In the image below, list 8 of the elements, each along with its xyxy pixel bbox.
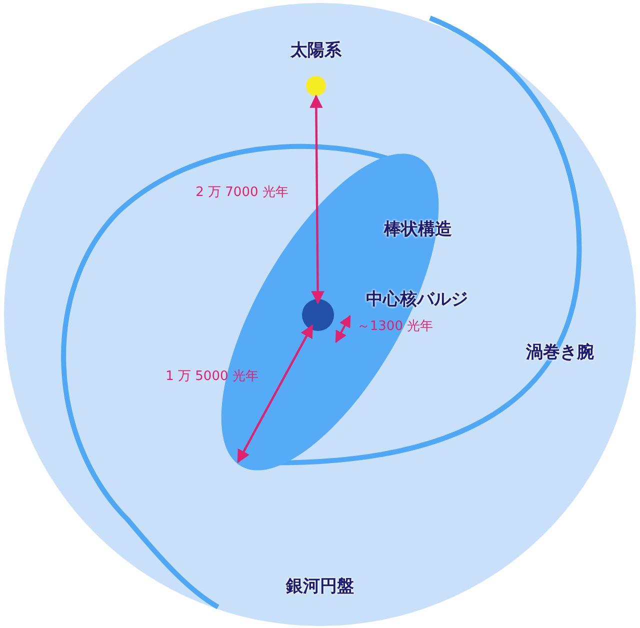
arrow bbox=[310, 94, 324, 304]
node-label: 太陽系 bbox=[290, 40, 342, 62]
node-label: 銀河円盤 bbox=[286, 576, 354, 598]
edge-label: 1 万 5000 光年 bbox=[166, 368, 258, 385]
distance-label: ～1300 光年 bbox=[356, 318, 434, 335]
edge-label: 2 万 7000 光年 bbox=[196, 184, 288, 201]
node-label: 中心核バルジ bbox=[366, 288, 468, 310]
arrow bbox=[237, 324, 314, 464]
